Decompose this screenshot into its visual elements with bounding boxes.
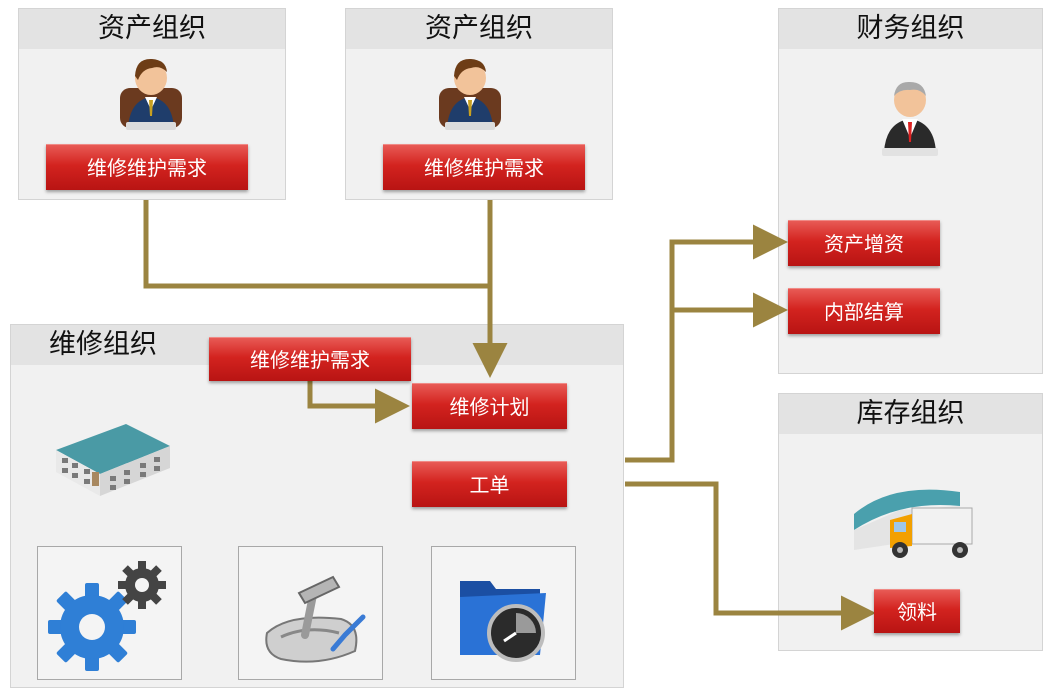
connector-workorder-to-requisition bbox=[625, 481, 876, 631]
folder-clock-tile[interactable] bbox=[431, 546, 576, 680]
finance-org-title: 财务组织 bbox=[779, 9, 1042, 49]
connector-demand-to-plan bbox=[307, 381, 410, 424]
accountant-icon bbox=[874, 72, 946, 158]
gears-tile[interactable] bbox=[37, 546, 182, 680]
businessman-at-desk-icon bbox=[116, 50, 186, 136]
internal-settlement-tag[interactable]: 内部结算 bbox=[788, 288, 940, 334]
maintenance-demand-tag-1[interactable]: 维修维护需求 bbox=[46, 144, 248, 190]
connector-plan-to-finance bbox=[625, 224, 788, 463]
folder-clock-icon bbox=[454, 563, 558, 667]
maintenance-demand-tag-2[interactable]: 维修维护需求 bbox=[383, 144, 585, 190]
material-requisition-tag[interactable]: 领料 bbox=[874, 589, 960, 633]
joystick-icon bbox=[259, 563, 369, 671]
gears-icon bbox=[48, 559, 172, 671]
factory-building-icon bbox=[54, 418, 172, 500]
businessman-at-desk-icon bbox=[435, 50, 505, 136]
asset-capital-increase-tag[interactable]: 资产增资 bbox=[788, 220, 940, 266]
inventory-org-title: 库存组织 bbox=[779, 394, 1042, 434]
connector-asset1-to-merge bbox=[143, 200, 490, 289]
work-order-tag[interactable]: 工单 bbox=[412, 461, 567, 507]
warehouse-truck-icon bbox=[852, 474, 976, 562]
maintenance-plan-tag[interactable]: 维修计划 bbox=[412, 383, 567, 429]
maintenance-demand-tag-3[interactable]: 维修维护需求 bbox=[209, 337, 411, 381]
asset-org-title-1: 资产组织 bbox=[19, 9, 285, 49]
asset-org-title-2: 资产组织 bbox=[346, 9, 612, 49]
joystick-tile[interactable] bbox=[238, 546, 383, 680]
